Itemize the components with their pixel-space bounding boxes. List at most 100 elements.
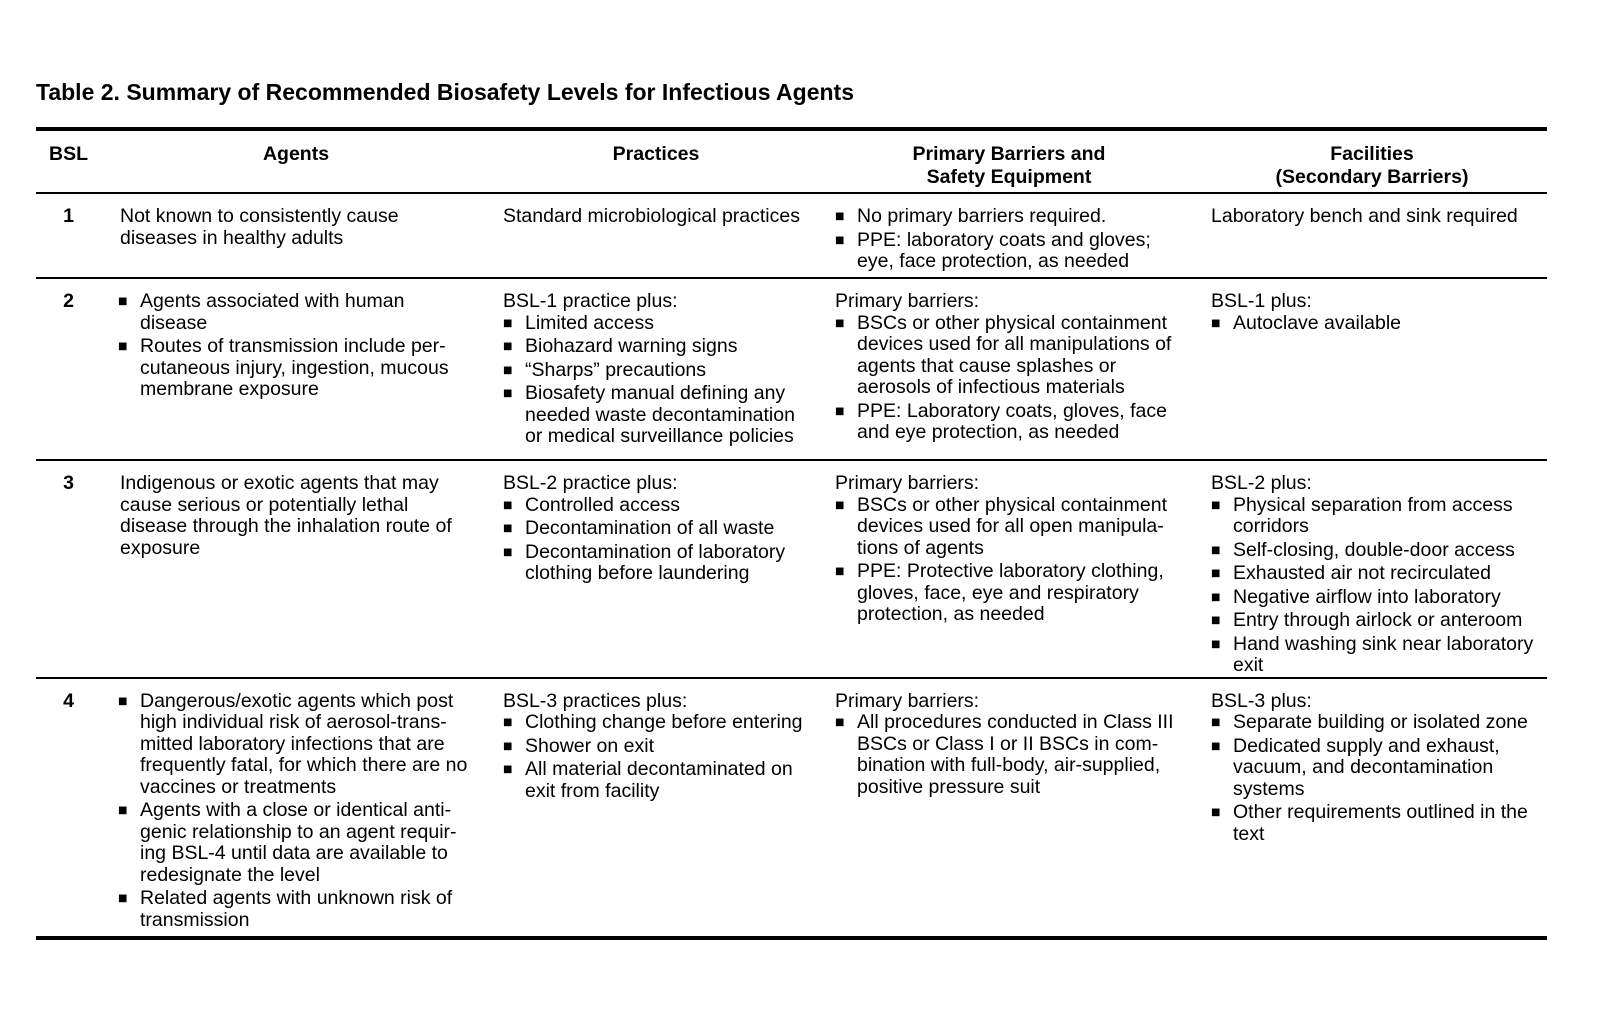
bullet-icon: ■ <box>1211 544 1221 556</box>
bullet-text: Clothing change before entering <box>525 711 803 733</box>
list-item: ■ PPE: Protective laboratory clothing, g… <box>835 560 1177 626</box>
cell-intro: BSL-2 plus: <box>1211 472 1312 494</box>
list-item: ■ Decontamination of all waste <box>503 517 810 540</box>
cell-intro: Primary barriers: <box>835 689 980 712</box>
bullet-text: Agents associated with human disease <box>140 290 405 334</box>
bullet-text: BSCs or other physical containment devic… <box>857 311 1172 398</box>
list-item: ■ Physical separation from access corrid… <box>1211 493 1535 538</box>
bullet-icon: ■ <box>1211 499 1221 511</box>
bsl-level: 1 <box>63 205 74 227</box>
cell-intro: BSL-1 plus: <box>1211 290 1312 312</box>
cell-facilities: Laboratory bench and sink required <box>1197 194 1547 277</box>
bullet-text: No primary barriers required. <box>857 205 1107 227</box>
bullet-icon: ■ <box>118 341 128 352</box>
bullet-icon: ■ <box>503 388 513 399</box>
header-line: Facilities <box>1330 143 1414 165</box>
table-title: Table 2. Summary of Recommended Biosafet… <box>36 79 854 105</box>
bullet-icon: ■ <box>1211 807 1221 818</box>
table-row-bsl-1: 1 Not known to consistently cause diseas… <box>36 194 1547 279</box>
list-item: ■ Autoclave available <box>1211 312 1535 335</box>
column-header-agents: Agents <box>262 143 330 165</box>
bullet-text: Decontamination of all waste <box>525 517 775 539</box>
list-item: ■ Related agents with unknown risk of tr… <box>118 887 472 931</box>
bullet-icon: ■ <box>503 523 513 534</box>
bullet-icon: ■ <box>118 695 128 707</box>
bullet-text: Hand washing sink near laboratory exit <box>1233 632 1534 676</box>
table-row-bsl-2: 2 ■ Agents associated with human disease… <box>36 279 1547 461</box>
bullet-text: Exhausted air not recirculated <box>1233 562 1491 584</box>
cell-agents: ■ Agents associated with human disease ■… <box>101 279 491 459</box>
bullet-text: BSCs or other physical containment devic… <box>857 493 1167 559</box>
list-item: ■ BSCs or other physical containment dev… <box>835 493 1177 560</box>
bullet-text: Agents with a close or identical anti­ge… <box>140 799 457 886</box>
list-item: ■ Exhausted air not recirculated <box>1211 562 1535 585</box>
bsl-level: 4 <box>63 689 74 712</box>
bullet-icon: ■ <box>835 317 845 329</box>
bullet-icon: ■ <box>503 764 513 775</box>
list-item: ■ Dangerous/exotic agents which post hig… <box>118 690 472 799</box>
list-item: ■ Other requirements outlined in the tex… <box>1211 801 1535 845</box>
list-item: ■ BSCs or other physical containment dev… <box>835 311 1177 399</box>
cell-agents: Indigenous or exotic agents that may cau… <box>101 461 491 677</box>
bullet-icon: ■ <box>1211 568 1221 579</box>
table-row-bsl-3: 3 Indigenous or exotic agents that may c… <box>36 461 1547 679</box>
bullet-icon: ■ <box>503 341 513 352</box>
bullet-icon: ■ <box>1211 717 1221 728</box>
list-item: ■ Shower on exit <box>503 734 810 758</box>
cell-intro: BSL-1 practice plus: <box>503 290 678 312</box>
bullet-text: “Sharps” precautions <box>525 358 707 381</box>
cell-intro: BSL-2 practice plus: <box>503 472 678 494</box>
bsl-level: 3 <box>63 472 74 494</box>
cell-agents: ■ Dangerous/exotic agents which post hig… <box>101 679 491 936</box>
bullet-text: Shower on exit <box>525 734 654 757</box>
column-header-facilities: Facilities (Secondary Barriers) <box>1197 131 1547 192</box>
bullet-text: All procedures conducted in Class III BS… <box>857 711 1174 798</box>
cell-agents: Not known to consistently cause diseases… <box>101 194 491 277</box>
bsl-level: 2 <box>63 290 74 312</box>
list-item: ■ Self-closing, double-door access <box>1211 538 1535 562</box>
list-item: ■ Negative airflow into laboratory <box>1211 585 1535 609</box>
cell-primary-barriers: Primary barriers: ■ BSCs or other physic… <box>821 279 1197 459</box>
bullet-icon: ■ <box>835 566 845 577</box>
bullet-icon: ■ <box>835 499 845 511</box>
column-header-bsl: BSL <box>49 143 88 165</box>
list-item: ■ Biosafety manual defining any needed w… <box>503 382 810 448</box>
bullet-text: PPE: laboratory coats and gloves; eye, f… <box>857 228 1151 272</box>
bullet-icon: ■ <box>503 317 513 329</box>
bullet-icon: ■ <box>118 893 128 904</box>
cell-practices: BSL-3 practices plus: ■ Clothing change … <box>491 679 821 936</box>
bullet-text: All material decontaminated on exit from… <box>525 758 793 802</box>
list-item: ■ All procedures conducted in Class III … <box>835 711 1177 798</box>
bullet-icon: ■ <box>118 296 128 307</box>
bullet-text: Physical separation from access corridor… <box>1233 493 1513 537</box>
list-item: ■ Routes of transmission include per­cut… <box>118 335 472 401</box>
bullet-icon: ■ <box>1211 591 1221 603</box>
column-header-practices: Practices <box>612 143 700 165</box>
cell-intro: BSL-3 plus: <box>1211 689 1312 712</box>
list-item: ■ Agents with a close or identical anti­… <box>118 799 472 886</box>
bullet-text: Entry through airlock or anteroom <box>1233 609 1523 631</box>
bullet-icon: ■ <box>503 499 513 511</box>
list-item: ■ Limited access <box>503 312 810 335</box>
bullet-text: Biohazard warning signs <box>525 335 738 357</box>
list-item: ■ All material decontaminated on exit fr… <box>503 758 810 802</box>
biosafety-levels-table: BSL Agents Practices Primary Barriers an… <box>36 127 1547 940</box>
header-line: Primary Barriers and <box>912 143 1106 165</box>
bullet-icon: ■ <box>118 805 128 816</box>
bullet-text: Separate building or isolated zone <box>1233 711 1528 733</box>
bullet-text: Other requirements outlined in the text <box>1233 801 1528 845</box>
bullet-text: Negative airflow into laboratory <box>1233 585 1501 608</box>
bullet-icon: ■ <box>1211 638 1221 650</box>
header-line: (Secondary Barriers) <box>1275 166 1469 188</box>
bullet-icon: ■ <box>503 364 513 376</box>
bullet-text: Dedicated supply and exhaust, vacuum, an… <box>1233 734 1500 800</box>
cell-primary-barriers: ■ No primary barriers required. ■ PPE: l… <box>821 194 1197 277</box>
list-item: ■ Decontamination of laboratory clothing… <box>503 540 810 585</box>
bullet-text: Controlled access <box>525 493 680 516</box>
cell-primary-barriers: Primary barriers: ■ BSCs or other physic… <box>821 461 1197 677</box>
bullet-text: Decontamination of laboratory clothing b… <box>525 540 786 584</box>
bullet-icon: ■ <box>835 717 845 728</box>
bullet-icon: ■ <box>503 717 513 728</box>
bullet-text: Self-closing, double-door access <box>1233 538 1515 561</box>
bullet-text: Biosafety manual defining any needed was… <box>525 382 795 447</box>
